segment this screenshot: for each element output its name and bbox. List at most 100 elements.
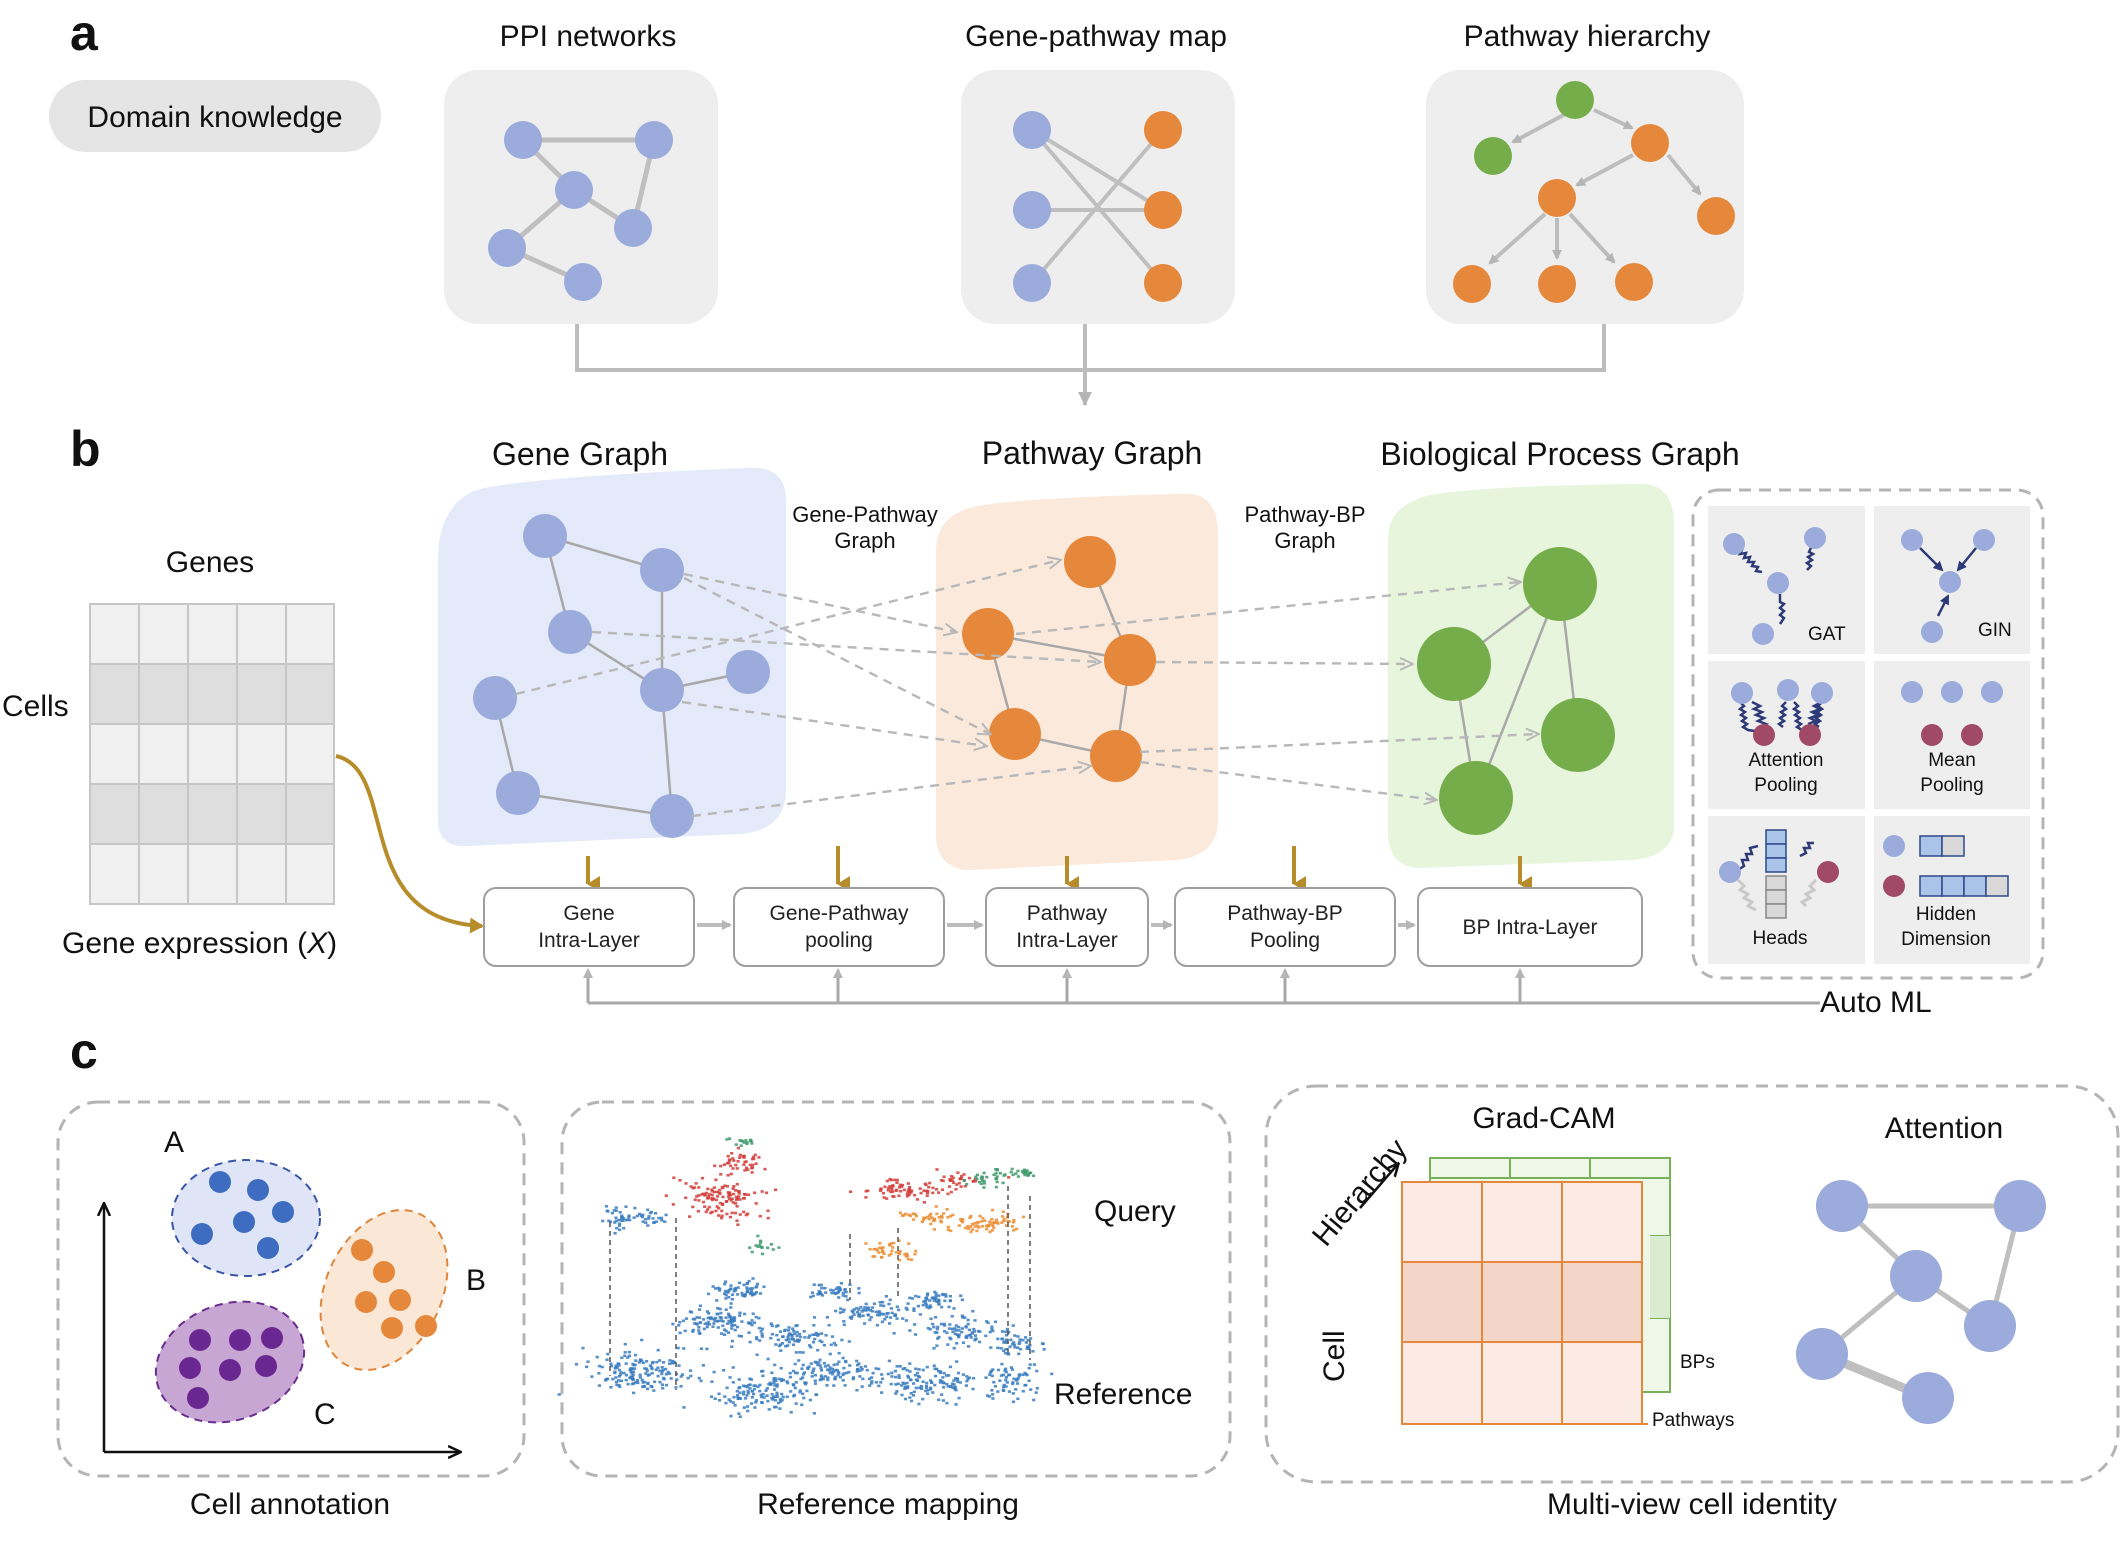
umap-point [697,1326,701,1329]
umap-point [684,1182,688,1185]
umap-point [816,1293,820,1296]
umap-point [632,1216,636,1219]
umap-point [834,1368,838,1372]
umap-point [664,1372,668,1376]
umap-point [746,1409,750,1413]
umap-point [813,1337,817,1341]
umap-point [944,1295,948,1298]
umap-point [809,1362,813,1365]
umap-point [632,1391,636,1395]
umap-point [719,1311,723,1315]
umap-point [866,1313,870,1316]
umap-point [911,1212,915,1215]
umap-point [733,1323,737,1327]
umap-point [634,1381,638,1384]
umap-point [618,1222,622,1225]
umap-point [849,1317,853,1320]
umap-point [718,1188,722,1192]
umap-point [1001,1385,1006,1389]
umap-point [681,1319,686,1323]
umap-point [760,1190,764,1193]
umap-point [746,1405,750,1408]
umap-point [626,1218,630,1221]
umap-point [988,1330,992,1334]
umap-point [877,1251,881,1254]
umap-point [846,1298,850,1302]
umap-point [914,1386,918,1390]
umap-point [925,1365,929,1369]
umap-point [947,1374,951,1377]
umap-point [1002,1389,1006,1392]
umap-point [931,1296,935,1299]
umap-point [766,1216,770,1220]
umap-point [738,1198,742,1201]
umap-point [891,1246,895,1249]
umap-point [895,1305,899,1308]
umap-point [837,1296,841,1299]
umap-point [710,1190,714,1193]
umap-point [770,1393,774,1396]
umap-point [1032,1398,1036,1402]
umap-point [998,1172,1002,1175]
attention-pooling-icon: Attention Pooling [1731,679,1833,796]
umap-point [921,1218,925,1221]
umap-point [1004,1375,1008,1379]
umap-point [908,1362,912,1365]
umap-point [753,1191,757,1195]
umap-point [753,1153,757,1157]
umap-point [903,1367,907,1370]
umap-point [744,1160,748,1163]
umap-point [912,1382,916,1385]
umap-point [617,1224,622,1227]
umap-point [597,1384,601,1387]
umap-point [948,1294,952,1298]
umap-point [733,1287,737,1291]
umap-point [925,1194,929,1197]
umap-point [847,1370,851,1374]
umap-point [717,1289,722,1292]
umap-point [1041,1342,1045,1346]
umap-point [630,1367,634,1371]
reference-mapping-title: Reference mapping [757,1488,1019,1521]
umap-point [914,1214,918,1218]
umap-point [970,1331,974,1334]
umap-point [988,1373,992,1376]
umap-point [996,1346,1000,1350]
umap-point [795,1338,799,1342]
umap-point [1034,1391,1038,1394]
umap-point [658,1369,662,1373]
umap-point [759,1239,763,1243]
gin-icon: GIN [1901,529,2012,643]
umap-point [645,1360,649,1363]
umap-point [913,1213,917,1216]
umap-point [606,1352,610,1356]
umap-point [811,1369,815,1373]
umap-point [758,1292,763,1295]
umap-point [647,1217,651,1220]
umap-point [851,1377,855,1381]
umap-point [787,1326,791,1329]
umap-point [693,1318,697,1321]
umap-point [995,1180,999,1184]
umap-point [725,1185,729,1188]
umap-point [710,1193,714,1197]
umap-point [641,1361,645,1365]
umap-point [812,1316,817,1319]
umap-point [820,1332,824,1335]
umap-point [883,1318,887,1321]
umap-point [749,1378,753,1381]
umap-point [845,1371,849,1375]
umap-point [826,1368,830,1371]
umap-point [689,1374,693,1378]
umap-point [787,1329,791,1332]
umap-point [705,1347,709,1351]
umap-point [999,1374,1003,1377]
umap-point [879,1187,883,1190]
umap-point [960,1330,964,1334]
umap-point [693,1322,697,1325]
umap-point [985,1175,989,1179]
umap-point [628,1368,632,1372]
umap-point [631,1362,635,1366]
umap-point [812,1412,816,1415]
umap-point [930,1216,934,1219]
